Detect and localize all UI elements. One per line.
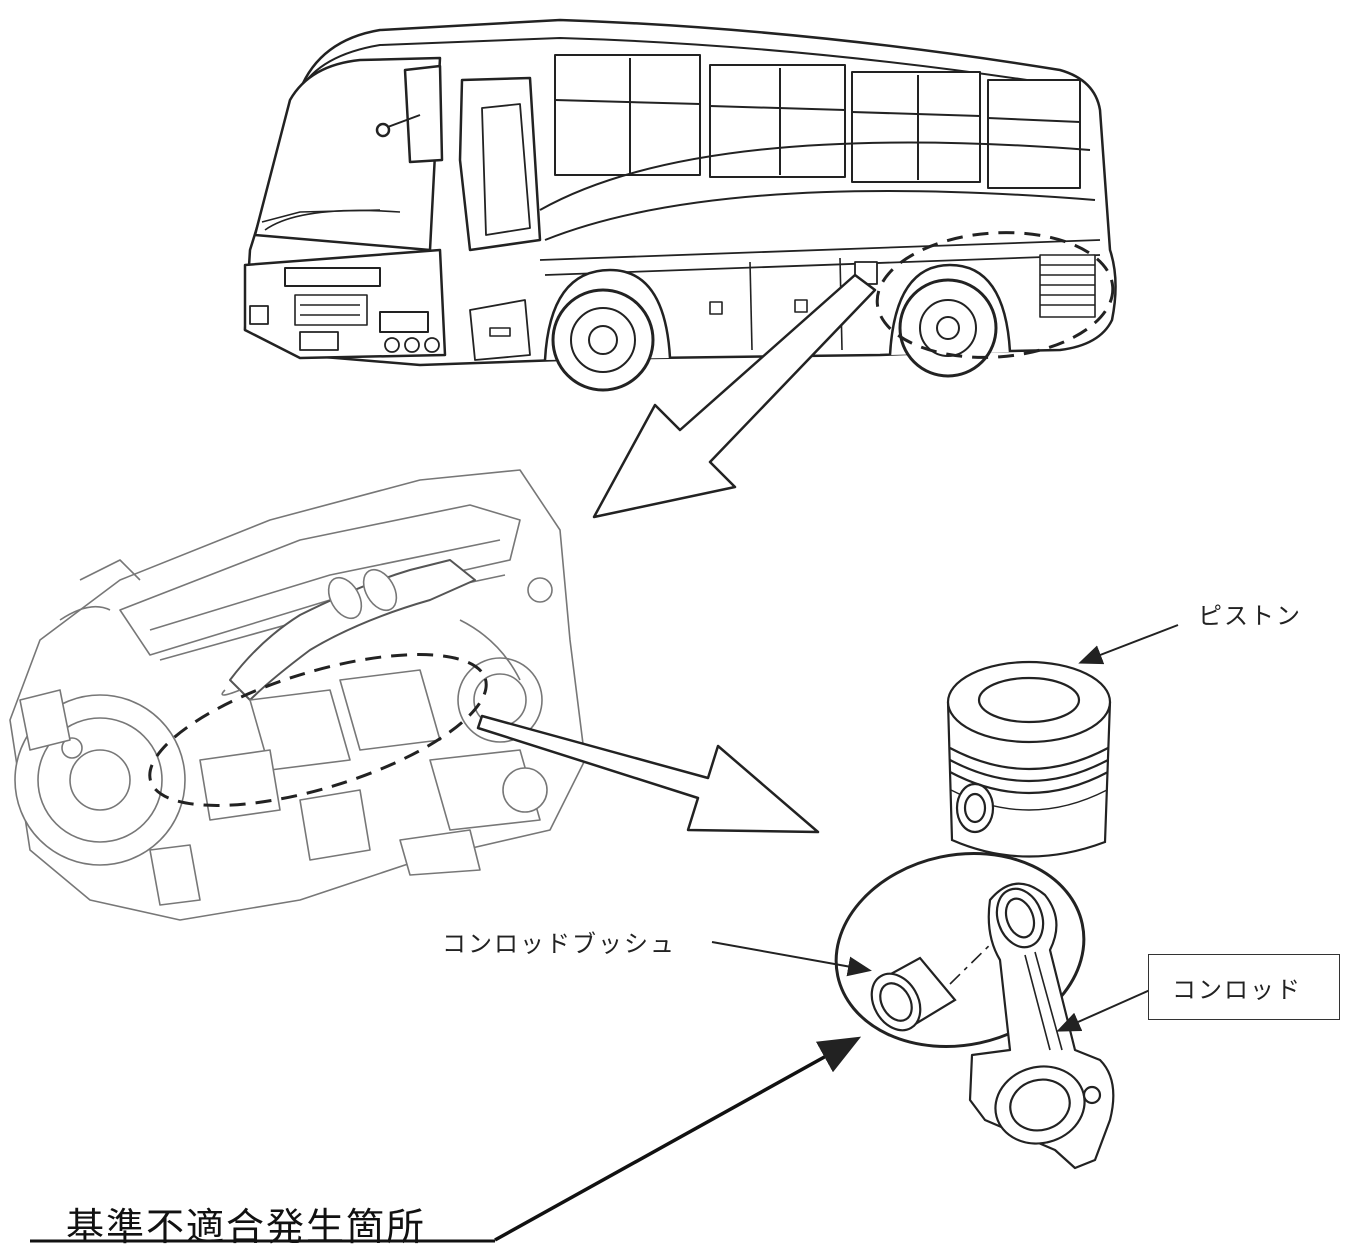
conrod-bush-pointer	[711, 941, 872, 977]
defect-location-pointer	[494, 1036, 862, 1242]
conrod-label-box	[1148, 954, 1340, 1020]
arrow-bus-to-engine	[592, 273, 877, 519]
piston-pointer	[1078, 624, 1179, 665]
bus-engine-highlight	[875, 231, 1115, 359]
conrod-pointer	[1056, 989, 1151, 1032]
bush-alignment-line	[949, 934, 1001, 985]
defect-location-label: 基準不適合発生箇所	[66, 1205, 427, 1249]
conrod-label: コンロッド	[1172, 976, 1302, 1004]
conrod-bush-highlight	[834, 852, 1086, 1048]
engine-illustration	[9, 469, 586, 921]
piston-illustration	[946, 660, 1112, 858]
conrod-illustration	[968, 882, 1115, 1170]
engine-highlight	[148, 653, 488, 807]
piston-label: ピストン	[1198, 602, 1302, 630]
conrod-bush-label: コンロッドブッシュ	[442, 930, 676, 958]
conrod-bush-illustration	[870, 956, 957, 1032]
bus-illustration	[243, 18, 1117, 392]
arrow-engine-to-parts	[476, 714, 820, 834]
